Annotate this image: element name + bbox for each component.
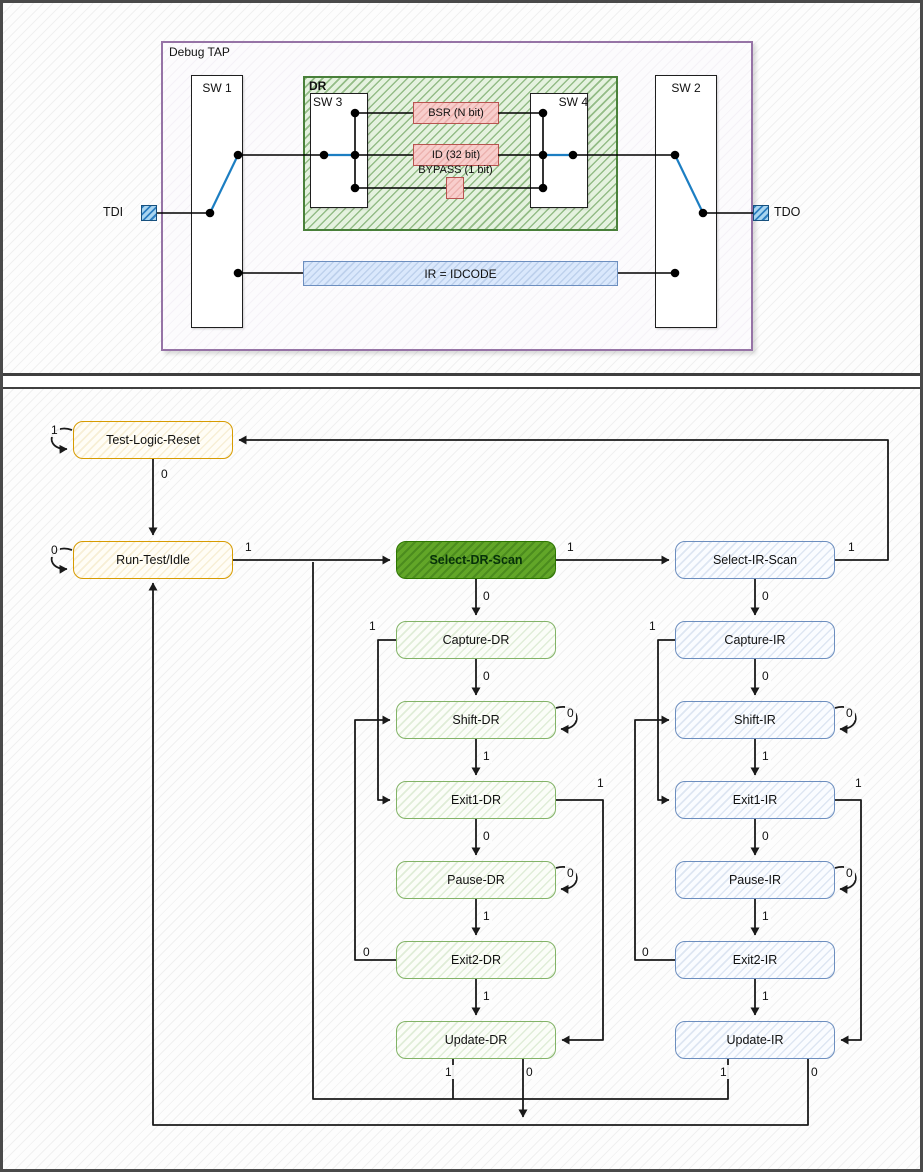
edge-label-sir-cir: 0 [760,589,771,603]
dr-label: DR [309,79,327,93]
block-diagram-panel: Debug TAP SW 1 SW 2 DR SW 3 SW 4 BSR (N … [3,3,920,376]
edge-label-e2ir-uir: 1 [760,989,771,1003]
id-register: ID (32 bit) [413,144,499,166]
edge-label-cdr-shdr: 0 [481,669,492,683]
tdi-pin [141,205,157,221]
edge-label-cdr-e1dr: 1 [367,619,378,633]
state-shift-ir: Shift-IR [675,701,835,739]
edge-label-udr-sdr: 1 [443,1065,454,1079]
edge-label-e1dr-udr: 1 [595,776,606,790]
sw3-box [310,93,368,208]
sw3-label: SW 3 [313,95,343,109]
bypass-register [446,177,464,199]
state-exit1-dr: Exit1-DR [396,781,556,819]
edge-label-e2dr-shdr: 0 [361,945,372,959]
state-shift-dr: Shift-DR [396,701,556,739]
sw1-label: SW 1 [202,81,232,95]
bypass-label: BYPASS (1 bit) [418,164,493,176]
state-select-ir-scan: Select-IR-Scan [675,541,835,579]
edge-label-cir-shir: 0 [760,669,771,683]
edge-label-e2ir-shir: 0 [640,945,651,959]
sw4-label: SW 4 [558,95,588,109]
debug-tap-label: Debug TAP [169,45,230,59]
edge-label-uir-sdr: 1 [718,1065,729,1079]
edge-label-uir-rti: 0 [809,1065,820,1079]
edge-label-rti-sdr: 1 [243,540,254,554]
state-label: Shift-IR [734,713,776,727]
bsr-register: BSR (N bit) [413,102,499,124]
state-label: Select-DR-Scan [429,553,523,567]
edge-label-pir-e2ir: 1 [760,909,771,923]
state-label: Exit2-IR [732,953,778,967]
state-label: Update-IR [726,1033,784,1047]
state-label: Shift-DR [452,713,500,727]
edge-label-tlr-rti: 0 [159,467,170,481]
tdi-label: TDI [103,205,124,219]
edge-label-shdr-e1dr: 1 [481,749,492,763]
edge-label-rti-self: 0 [49,543,60,557]
edge-label-pir-self: 0 [844,866,855,880]
tdo-pin [753,205,769,221]
edge-label-sdr-sir: 1 [565,540,576,554]
sw4-box [530,93,588,208]
state-label: Run-Test/Idle [116,553,190,567]
edge-label-tlr-self: 1 [49,423,60,437]
state-pause-ir: Pause-IR [675,861,835,899]
ir-label: IR = IDCODE [424,266,497,281]
state-update-dr: Update-DR [396,1021,556,1059]
ir-register: IR = IDCODE [303,261,618,286]
sw2-box [655,75,717,328]
bsr-label: BSR (N bit) [428,107,484,119]
state-pause-dr: Pause-DR [396,861,556,899]
sw2-label: SW 2 [671,81,701,95]
state-label: Exit1-DR [450,793,501,807]
state-label: Select-IR-Scan [712,553,798,567]
state-exit2-ir: Exit2-IR [675,941,835,979]
state-update-ir: Update-IR [675,1021,835,1059]
edge-label-udr-rti: 0 [524,1065,535,1079]
edge-label-e2dr-udr: 1 [481,989,492,1003]
state-capture-dr: Capture-DR [396,621,556,659]
edge-label-pdr-e2dr: 1 [481,909,492,923]
edge-label-e1ir-uir: 1 [853,776,864,790]
state-label: Pause-IR [728,873,782,887]
state-select-dr-scan: Select-DR-Scan [396,541,556,579]
state-capture-ir: Capture-IR [675,621,835,659]
edge-label-sir-tlr: 1 [846,540,857,554]
edge-label-e1dr-pdr: 0 [481,829,492,843]
state-label: Capture-DR [442,633,510,647]
state-test-logic-reset: Test-Logic-Reset [73,421,233,459]
edge-label-pdr-self: 0 [565,866,576,880]
state-label: Pause-DR [447,873,505,887]
state-label: Update-DR [444,1033,508,1047]
state-exit1-ir: Exit1-IR [675,781,835,819]
sw1-box [191,75,243,328]
state-exit2-dr: Exit2-DR [396,941,556,979]
edge-label-sdr-cdr: 0 [481,589,492,603]
tdo-label: TDO [774,205,801,219]
state-label: Capture-IR [724,633,786,647]
state-label: Exit1-IR [732,793,778,807]
state-run-test-idle: Run-Test/Idle [73,541,233,579]
edge-label-e1ir-pir: 0 [760,829,771,843]
edge-label-shir-e1ir: 1 [760,749,771,763]
state-label: Test-Logic-Reset [106,433,200,447]
id-label: ID (32 bit) [431,149,481,161]
edge-label-cir-e1ir: 1 [647,619,658,633]
edge-label-shdr-self: 0 [565,706,576,720]
state-label: Exit2-DR [450,953,501,967]
edge-label-shir-self: 0 [844,706,855,720]
